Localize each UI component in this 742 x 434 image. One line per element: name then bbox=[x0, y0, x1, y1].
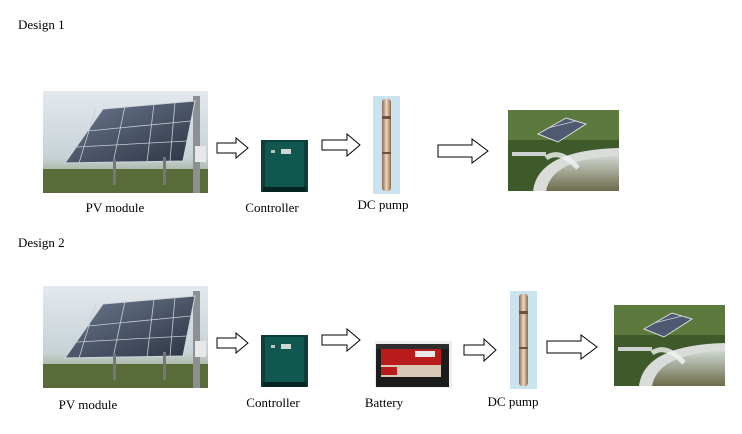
pv-module-label: PV module bbox=[85, 200, 145, 215]
arrow-right-icon bbox=[463, 337, 497, 367]
water-tank-image bbox=[614, 305, 725, 386]
arrow-right-icon bbox=[321, 327, 361, 357]
battery-image bbox=[375, 341, 452, 388]
controller-image bbox=[261, 140, 308, 192]
controller-label: Controller bbox=[246, 395, 300, 410]
design-1-title: Design 1 bbox=[18, 17, 65, 32]
dc-pump-image bbox=[373, 96, 400, 194]
water-tank-image bbox=[508, 110, 619, 191]
arrow-right-icon bbox=[546, 334, 598, 365]
dc-pump-label: DC pump bbox=[487, 394, 539, 409]
design-2-title: Design 2 bbox=[18, 235, 65, 250]
arrow-right-icon bbox=[321, 132, 361, 162]
pv-module-image bbox=[43, 91, 208, 193]
pv-module-label: PV module bbox=[58, 397, 118, 412]
arrow-right-icon bbox=[216, 136, 249, 164]
arrow-right-icon bbox=[216, 331, 249, 359]
arrow-right-icon bbox=[437, 138, 489, 169]
controller-image bbox=[261, 335, 308, 387]
controller-label: Controller bbox=[245, 200, 299, 215]
dc-pump-label: DC pump bbox=[357, 197, 409, 212]
dc-pump-image bbox=[510, 291, 537, 389]
pv-module-image bbox=[43, 286, 208, 388]
battery-label: Battery bbox=[364, 395, 404, 410]
